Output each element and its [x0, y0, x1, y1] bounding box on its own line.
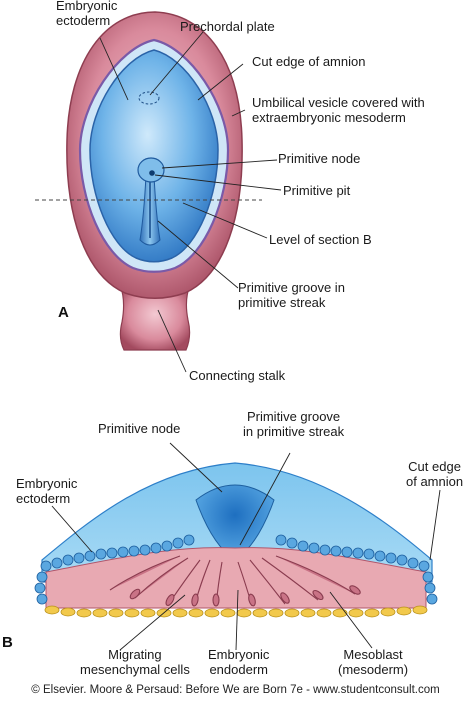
- label-mesoblast: Mesoblast (mesoderm): [338, 647, 409, 677]
- panel-letter-b: B: [2, 634, 13, 651]
- panel-b-leaders: [51, 442, 441, 651]
- label-primitive-groove-a: Primitive groove in primitive streak: [238, 280, 345, 310]
- label-primitive-pit: Primitive pit: [283, 183, 351, 198]
- panel-a-leaders: [99, 31, 282, 373]
- connecting-stalk: [119, 284, 191, 351]
- copyright-credit: © Elsevier. Moore & Persaud: Before We a…: [31, 684, 440, 696]
- panel-b-drawing: [34, 442, 441, 651]
- label-prechordal-plate: Prechordal plate: [180, 19, 275, 34]
- panel-letter-a: A: [58, 304, 69, 321]
- label-level-section-b: Level of section B: [269, 232, 372, 247]
- mesenchymal-cells: [109, 555, 361, 607]
- label-embryonic-ectoderm-b: Embryonic ectoderm: [16, 476, 78, 506]
- prechordal-plate: [138, 91, 160, 105]
- primitive-pit: [149, 170, 155, 176]
- primitive-node: [137, 157, 165, 183]
- label-migrating-cells: Migrating mesenchymal cells: [80, 647, 190, 677]
- label-connecting-stalk: Connecting stalk: [189, 368, 286, 383]
- ectoderm-cells: [34, 534, 438, 605]
- panel-a-drawing: [35, 11, 282, 373]
- endoderm-layer: [44, 605, 428, 618]
- label-cut-edge-amnion-b: Cut edge of amnion: [406, 459, 464, 489]
- label-primitive-groove-b: Primitive groove in primitive streak: [243, 409, 345, 439]
- label-umbilical-vesicle: Umbilical vesicle covered with extraembr…: [252, 95, 425, 125]
- label-primitive-node-a: Primitive node: [278, 151, 361, 166]
- embryonic-disc: [89, 49, 219, 263]
- label-primitive-node-b: Primitive node: [98, 421, 181, 436]
- label-cut-edge-amnion-a: Cut edge of amnion: [252, 54, 366, 69]
- primitive-node-b: [195, 484, 275, 561]
- label-embryonic-ectoderm-a: Embryonic ectoderm: [56, 0, 118, 28]
- label-embryonic-endoderm: Embryonic endoderm: [208, 647, 270, 677]
